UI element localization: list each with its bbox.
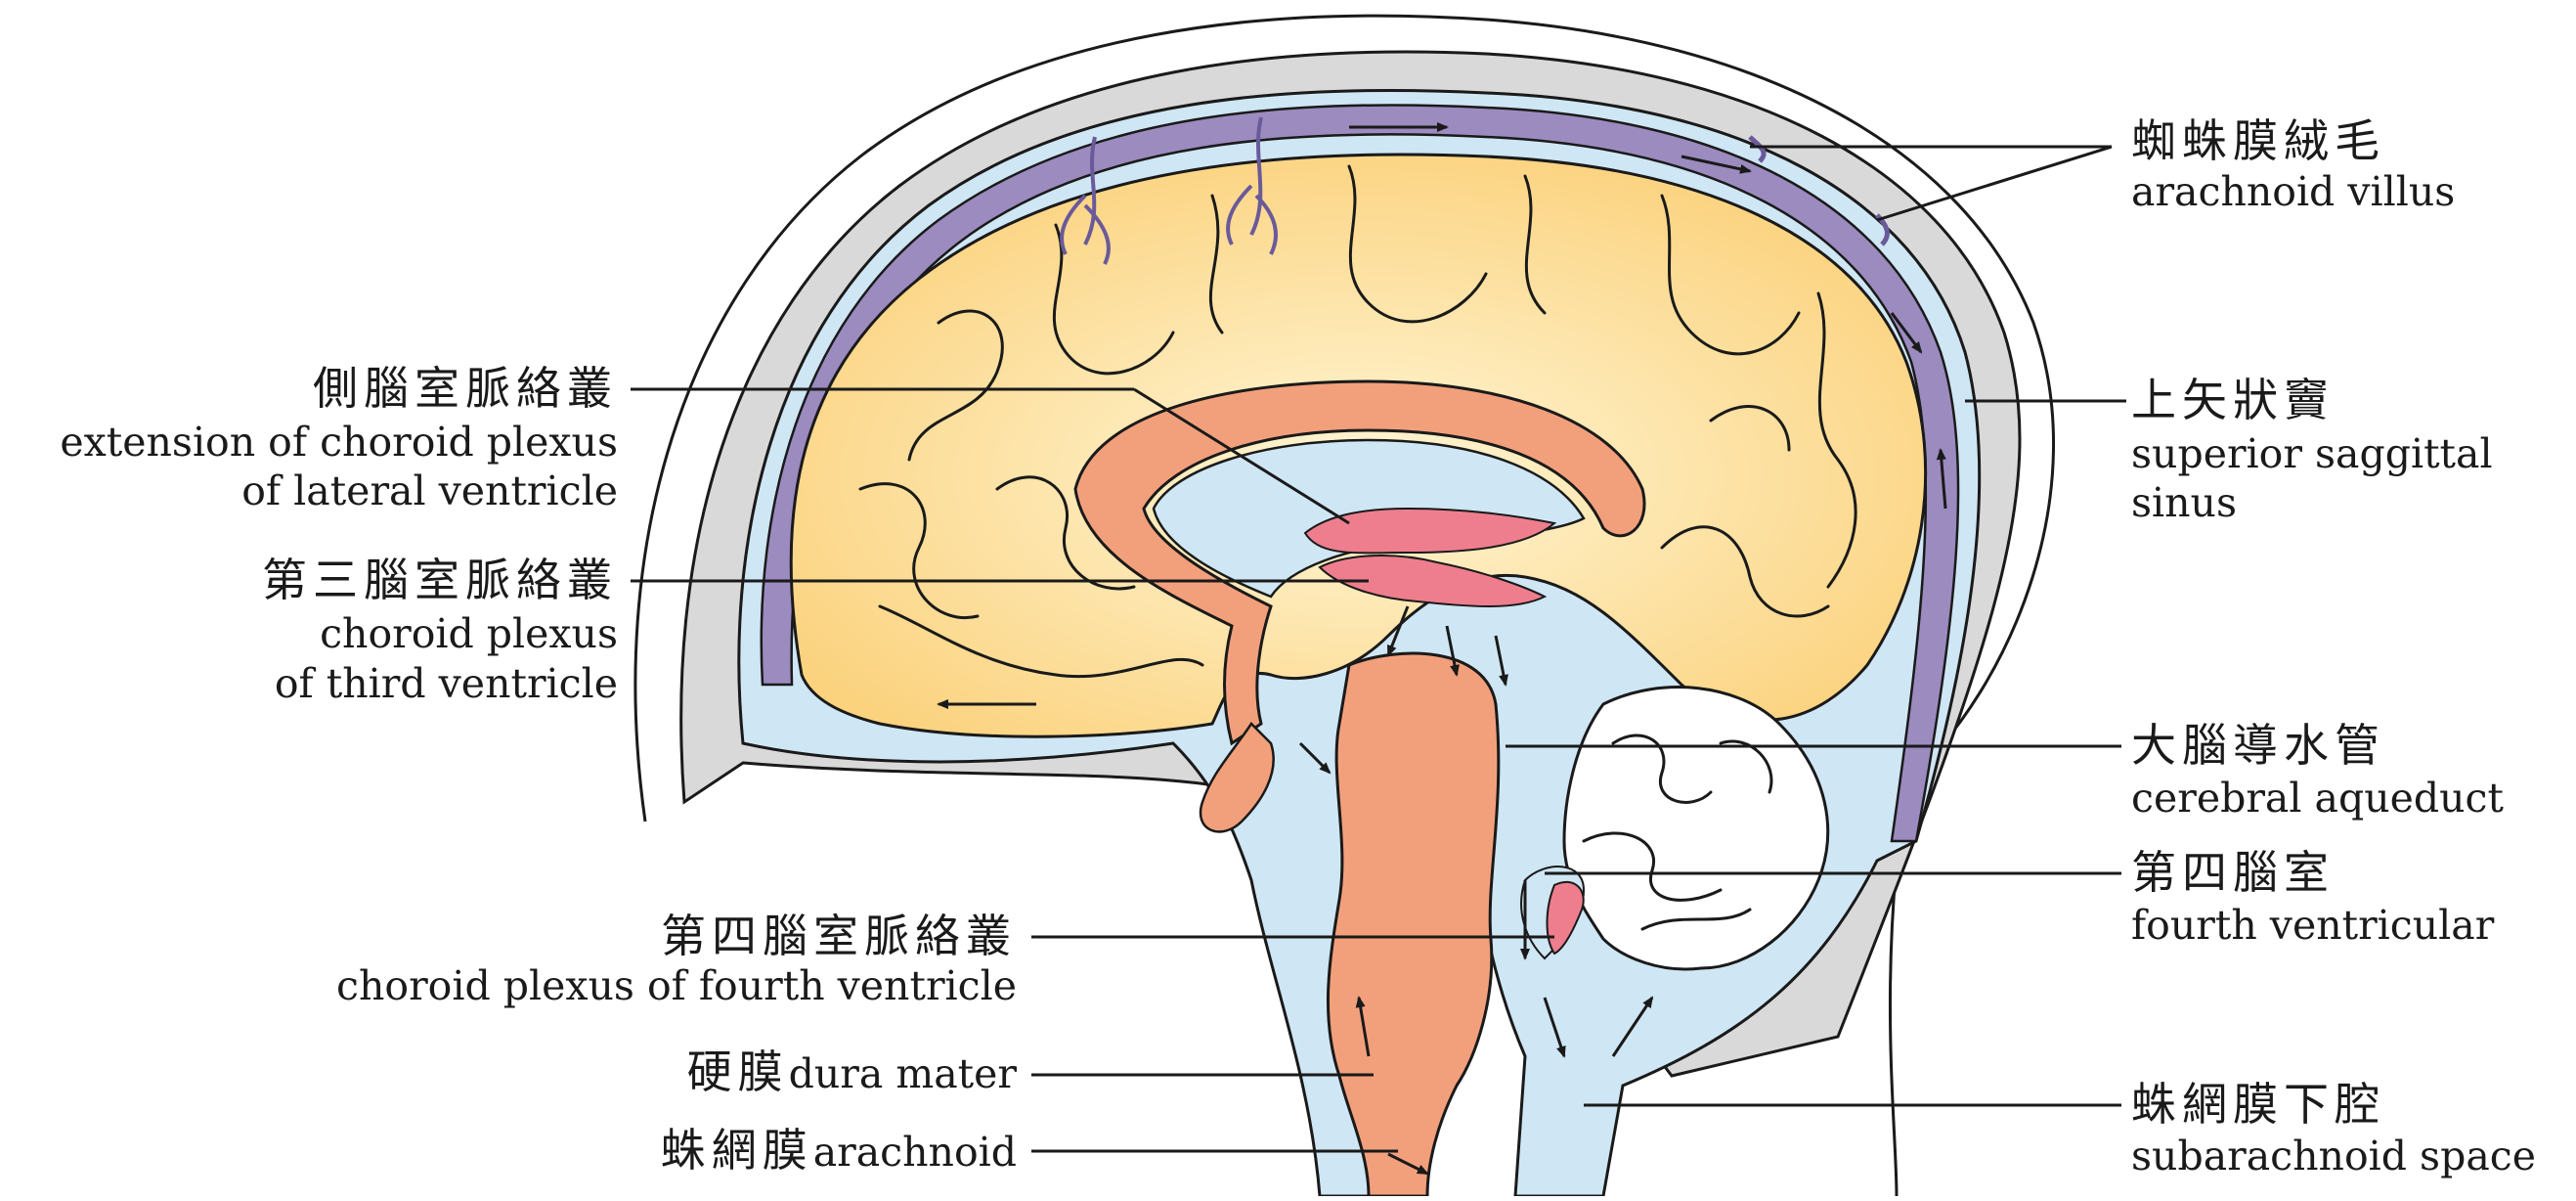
label-aqueduct-zh: 大腦導水管 — [2131, 719, 2385, 772]
label-fourth-ventricle-en: fourth ventricular — [2131, 902, 2495, 949]
label-arachnoid-en: arachnoid — [813, 1129, 1017, 1176]
label-arachnoid-zh: 蛛網膜 — [661, 1124, 813, 1177]
label-sagittal-sinus-en2: sinus — [2131, 479, 2237, 526]
label-lateral-choroid-zh: 側腦室脈絡叢 — [313, 362, 618, 415]
label-fourth-choroid-zh: 第四腦室脈絡叢 — [661, 910, 1017, 962]
label-sagittal-sinus-en1: superior saggittal — [2131, 430, 2493, 477]
brainstem — [1328, 653, 1498, 1196]
label-fourth-choroid-en: choroid plexus of fourth ventricle — [336, 962, 1017, 1009]
label-arachnoid: 蛛網膜arachnoid — [661, 1124, 1017, 1177]
label-dura-zh: 硬膜 — [687, 1045, 789, 1098]
label-third-choroid-en2: of third ventricle — [275, 660, 618, 707]
label-sagittal-sinus-zh: 上矢狀竇 — [2131, 374, 2335, 426]
label-dura-en: dura mater — [789, 1050, 1018, 1097]
label-lateral-choroid-en2: of lateral ventricle — [241, 467, 618, 514]
label-lateral-choroid-en1: extension of choroid plexus — [60, 419, 618, 466]
label-aqueduct-en: cerebral aqueduct — [2131, 775, 2504, 822]
label-third-choroid-zh: 第三腦室脈絡叢 — [262, 554, 618, 606]
label-arachnoid-villus-en: arachnoid villus — [2131, 168, 2455, 215]
label-subarachnoid-en: subarachnoid space — [2131, 1133, 2536, 1179]
label-dura-mater: 硬膜dura mater — [687, 1045, 1018, 1098]
label-fourth-ventricle-zh: 第四腦室 — [2131, 846, 2335, 899]
label-arachnoid-villus-zh: 蜘蛛膜絨毛 — [2131, 114, 2385, 167]
label-third-choroid-en1: choroid plexus — [320, 610, 618, 657]
label-subarachnoid-zh: 蛛網膜下腔 — [2131, 1078, 2385, 1131]
